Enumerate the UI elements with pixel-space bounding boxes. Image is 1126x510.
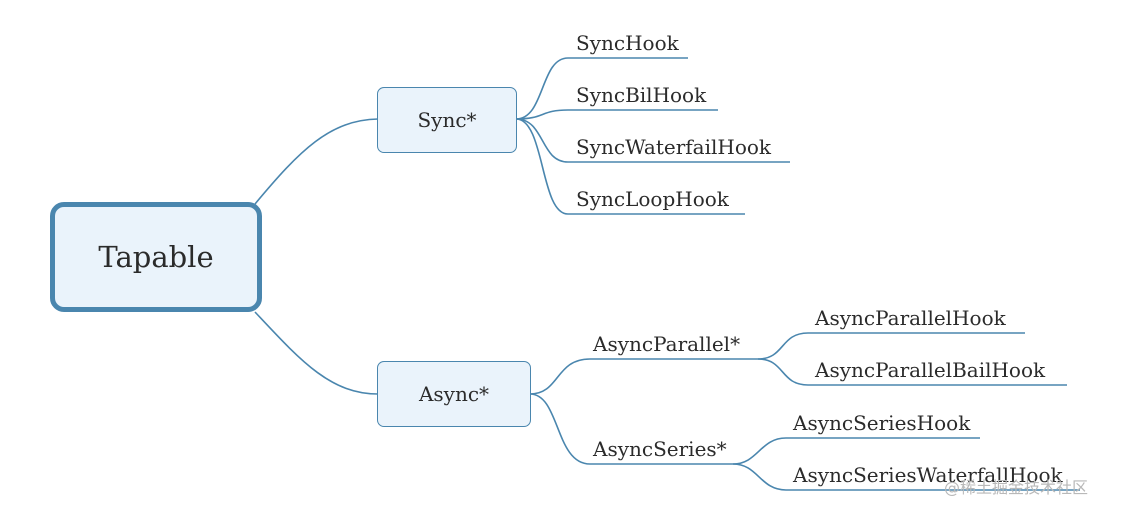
series-hook-label: AsyncSeriesHook bbox=[793, 411, 971, 435]
link-root-async bbox=[254, 311, 379, 395]
sync-node-label: Sync* bbox=[417, 108, 477, 132]
sync-hook-label: SyncWaterfailHook bbox=[576, 135, 772, 159]
link-sync-hook-4 bbox=[515, 118, 745, 215]
parallel-hook-label: AsyncParallelBailHook bbox=[815, 358, 1046, 382]
sync-hook-label: SyncBilHook bbox=[576, 83, 707, 107]
link-sync-hook-2 bbox=[515, 109, 718, 120]
async-node: Async* bbox=[377, 361, 531, 427]
link-sync-hook-1 bbox=[515, 57, 688, 120]
root-node-label: Tapable bbox=[98, 240, 214, 274]
link-sync-hook-3 bbox=[515, 118, 790, 163]
root-node: Tapable bbox=[50, 202, 262, 312]
link-series-hook-1 bbox=[732, 437, 980, 465]
link-parallel-hook-1 bbox=[757, 332, 1025, 360]
async-node-label: Async* bbox=[418, 382, 490, 406]
async-series-label: AsyncSeries* bbox=[593, 437, 727, 461]
sync-node: Sync* bbox=[377, 87, 517, 153]
series-hook-label: AsyncSeriesWaterfallHook bbox=[793, 463, 1063, 487]
link-parallel-hook-2 bbox=[757, 358, 1067, 386]
watermark: @稀土掘金技术社区 bbox=[944, 478, 1089, 497]
parallel-hook-label: AsyncParallelHook bbox=[815, 306, 1006, 330]
link-async-parallel bbox=[529, 358, 758, 395]
sync-hook-label: SyncLoopHook bbox=[576, 187, 729, 211]
link-root-sync bbox=[254, 118, 379, 205]
link-series-hook-2 bbox=[732, 463, 1080, 491]
async-parallel-label: AsyncParallel* bbox=[593, 332, 741, 356]
link-async-series bbox=[529, 393, 733, 465]
sync-hook-label: SyncHook bbox=[576, 31, 679, 55]
